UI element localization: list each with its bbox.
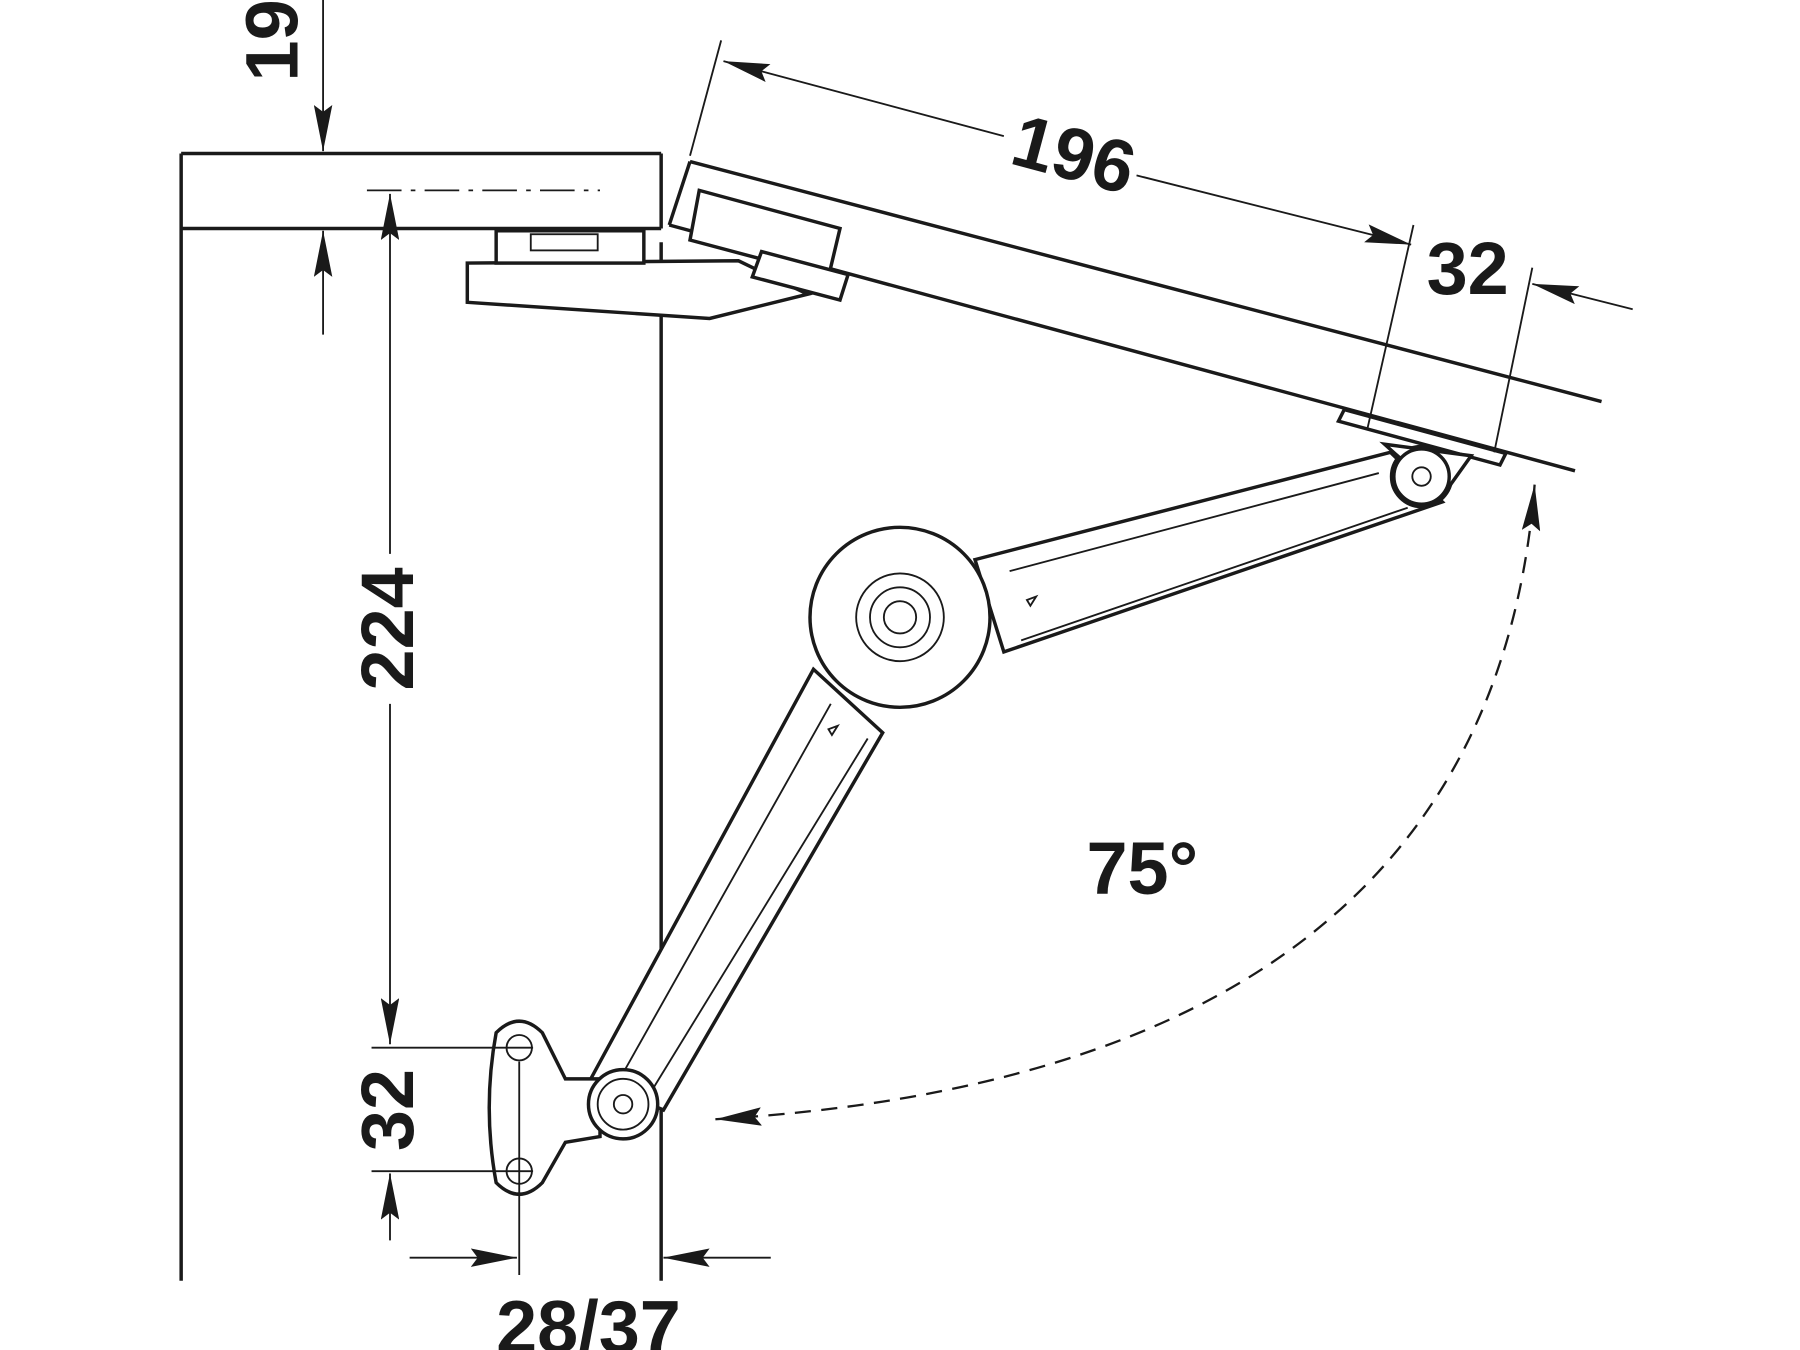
dimension-hole-spacing: 32 xyxy=(346,1046,534,1241)
flap xyxy=(667,159,1602,473)
dimension-flap-offset: 32 xyxy=(1427,227,1633,453)
cabinet xyxy=(179,151,663,1281)
dimension-panel-thickness: 19 xyxy=(231,0,333,335)
opening-angle: 75° xyxy=(715,484,1541,1126)
dimension-label-28-37: 28/37 xyxy=(496,1285,681,1350)
dimension-label-224: 224 xyxy=(346,567,429,690)
dimension-label-32-right: 32 xyxy=(1427,227,1509,310)
angle-label-75: 75° xyxy=(1086,827,1198,910)
dimension-label-196: 196 xyxy=(1004,98,1144,210)
top-mounting-bracket xyxy=(465,229,813,321)
dimension-label-19: 19 xyxy=(231,0,314,81)
dimension-side-offset: 28/37 xyxy=(409,1061,771,1350)
dimension-height: 224 xyxy=(346,193,429,1045)
dimension-label-32-left: 32 xyxy=(346,1069,429,1151)
